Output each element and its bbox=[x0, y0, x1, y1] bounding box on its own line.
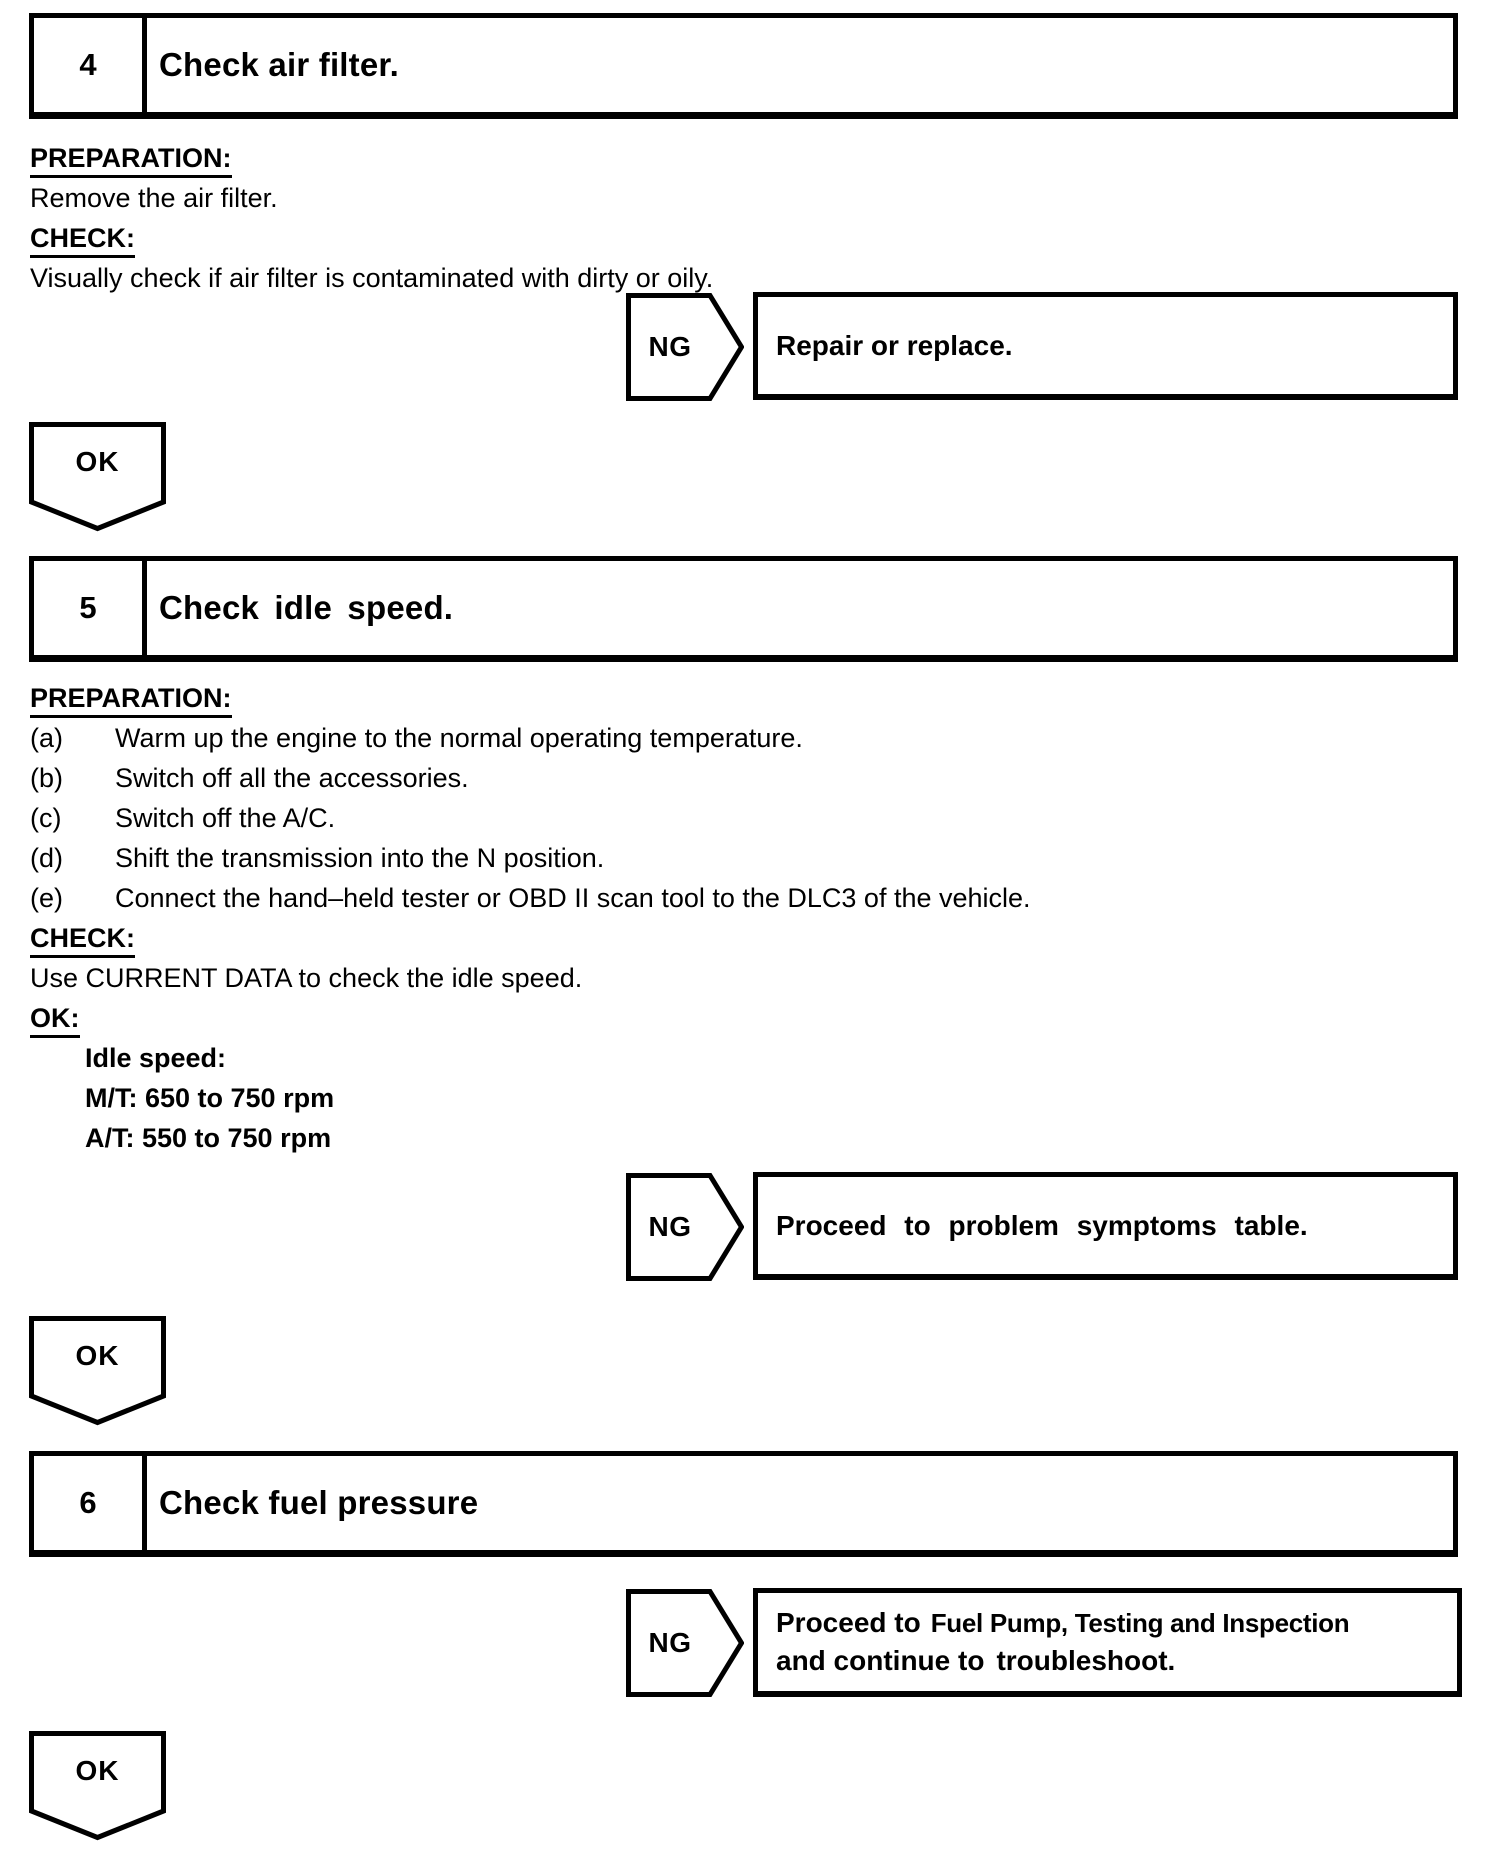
list-item: (a) Warm up the engine to the normal oper… bbox=[30, 718, 1430, 758]
list-item: (b) Switch off all the accessories. bbox=[30, 758, 1430, 798]
step-5-number: 5 bbox=[34, 561, 147, 655]
list-item-label: (c) bbox=[30, 803, 62, 834]
check-heading-row: CHECK: bbox=[30, 218, 1430, 259]
ok-label: OK bbox=[75, 446, 120, 477]
list-item-label: (b) bbox=[30, 763, 63, 794]
step-4-body: PREPARATION: Remove the air filter. CHEC… bbox=[30, 138, 1430, 298]
step-6-header-box: 6 Check fuel pressure bbox=[29, 1451, 1458, 1557]
ng-result-text: Proceed to problem symptoms table. bbox=[776, 1209, 1308, 1241]
step-6-ok-connector: OK bbox=[29, 1731, 166, 1841]
step-4-ng-result-box: Repair or replace. bbox=[753, 292, 1458, 400]
step-5-title: Check idle speed. bbox=[159, 589, 454, 626]
ng-result-line2-end: troubleshoot. bbox=[996, 1645, 1176, 1676]
ok-banner-shape bbox=[29, 422, 166, 532]
ng-label: NG bbox=[648, 331, 692, 362]
ok-heading-row: OK: bbox=[30, 998, 1430, 1039]
spec-title: Idle speed: bbox=[85, 1043, 227, 1074]
check-text: Use CURRENT DATA to check the idle speed… bbox=[30, 963, 583, 994]
preparation-heading-row: PREPARATION: bbox=[30, 138, 1430, 179]
preparation-heading-row: PREPARATION: bbox=[30, 678, 1430, 719]
list-item: (e) Connect the hand–held tester or OBD I… bbox=[30, 878, 1430, 918]
ng-result-text-line1: Proceed to Fuel Pump, Testing and Inspect… bbox=[776, 1604, 1457, 1642]
ng-result-text: Repair or replace. bbox=[776, 329, 1013, 361]
ok-banner-shape bbox=[29, 1731, 166, 1841]
ok-heading: OK: bbox=[30, 1003, 80, 1039]
spec-mt: M/T: 650 to 750 rpm bbox=[85, 1083, 335, 1114]
ng-chevron-shape bbox=[626, 1589, 744, 1697]
check-heading: CHECK: bbox=[30, 223, 135, 259]
step-4-title: Check air filter. bbox=[159, 46, 400, 83]
step-4-ok-connector: OK bbox=[29, 422, 166, 532]
ng-result-line2-prefix: and continue to bbox=[776, 1645, 985, 1676]
step-4-header-box: 4 Check air filter. bbox=[29, 13, 1458, 119]
step-5-ng-connector: NG bbox=[626, 1173, 744, 1281]
list-item-label: (e) bbox=[30, 883, 63, 914]
step-5-header-box: 5 Check idle speed. bbox=[29, 556, 1458, 662]
step-5-ok-connector: OK bbox=[29, 1316, 166, 1426]
preparation-text: Remove the air filter. bbox=[30, 183, 278, 214]
check-heading-row: CHECK: bbox=[30, 918, 1430, 959]
ng-result-text-line2: and continue to troubleshoot. bbox=[776, 1642, 1457, 1680]
list-item: (c) Switch off the A/C. bbox=[30, 798, 1430, 838]
check-heading: CHECK: bbox=[30, 923, 135, 959]
ng-chevron-shape bbox=[626, 293, 744, 401]
list-item-text: Warm up the engine to the normal operati… bbox=[115, 723, 803, 754]
list-item: (d) Shift the transmission into the N pos… bbox=[30, 838, 1430, 878]
step-5-ng-result-box: Proceed to problem symptoms table. bbox=[753, 1172, 1458, 1280]
step-6-number: 6 bbox=[34, 1456, 147, 1550]
list-item-text: Switch off the A/C. bbox=[115, 803, 336, 834]
preparation-heading: PREPARATION: bbox=[30, 143, 232, 179]
ok-label: OK bbox=[75, 1340, 120, 1371]
ng-chevron-shape bbox=[626, 1173, 744, 1281]
step-5-body: PREPARATION: (a) Warm up the engine to th… bbox=[30, 678, 1430, 1158]
check-text: Visually check if air filter is contamin… bbox=[30, 263, 714, 294]
ok-banner-shape bbox=[29, 1316, 166, 1426]
list-item-text: Shift the transmission into the N positi… bbox=[115, 843, 605, 874]
ng-result-prefix: Proceed to bbox=[776, 1607, 921, 1638]
list-item-label: (a) bbox=[30, 723, 63, 754]
step-6-ng-result-box: Proceed to Fuel Pump, Testing and Inspect… bbox=[753, 1588, 1462, 1697]
step-4-number: 4 bbox=[34, 18, 147, 112]
preparation-heading: PREPARATION: bbox=[30, 683, 232, 719]
step-4-ng-connector: NG bbox=[626, 293, 744, 401]
ng-label: NG bbox=[648, 1211, 692, 1242]
ng-label: NG bbox=[648, 1627, 692, 1658]
step-6-ng-connector: NG bbox=[626, 1589, 744, 1697]
list-item-text: Connect the hand–held tester or OBD II s… bbox=[115, 883, 1031, 914]
step-6-title: Check fuel pressure bbox=[159, 1484, 479, 1521]
spec-at: A/T: 550 to 750 rpm bbox=[85, 1123, 332, 1154]
reference-title-text: Fuel Pump, Testing and Inspection bbox=[930, 1608, 1350, 1638]
ok-label: OK bbox=[75, 1755, 120, 1786]
list-item-label: (d) bbox=[30, 843, 63, 874]
list-item-text: Switch off all the accessories. bbox=[115, 763, 469, 794]
